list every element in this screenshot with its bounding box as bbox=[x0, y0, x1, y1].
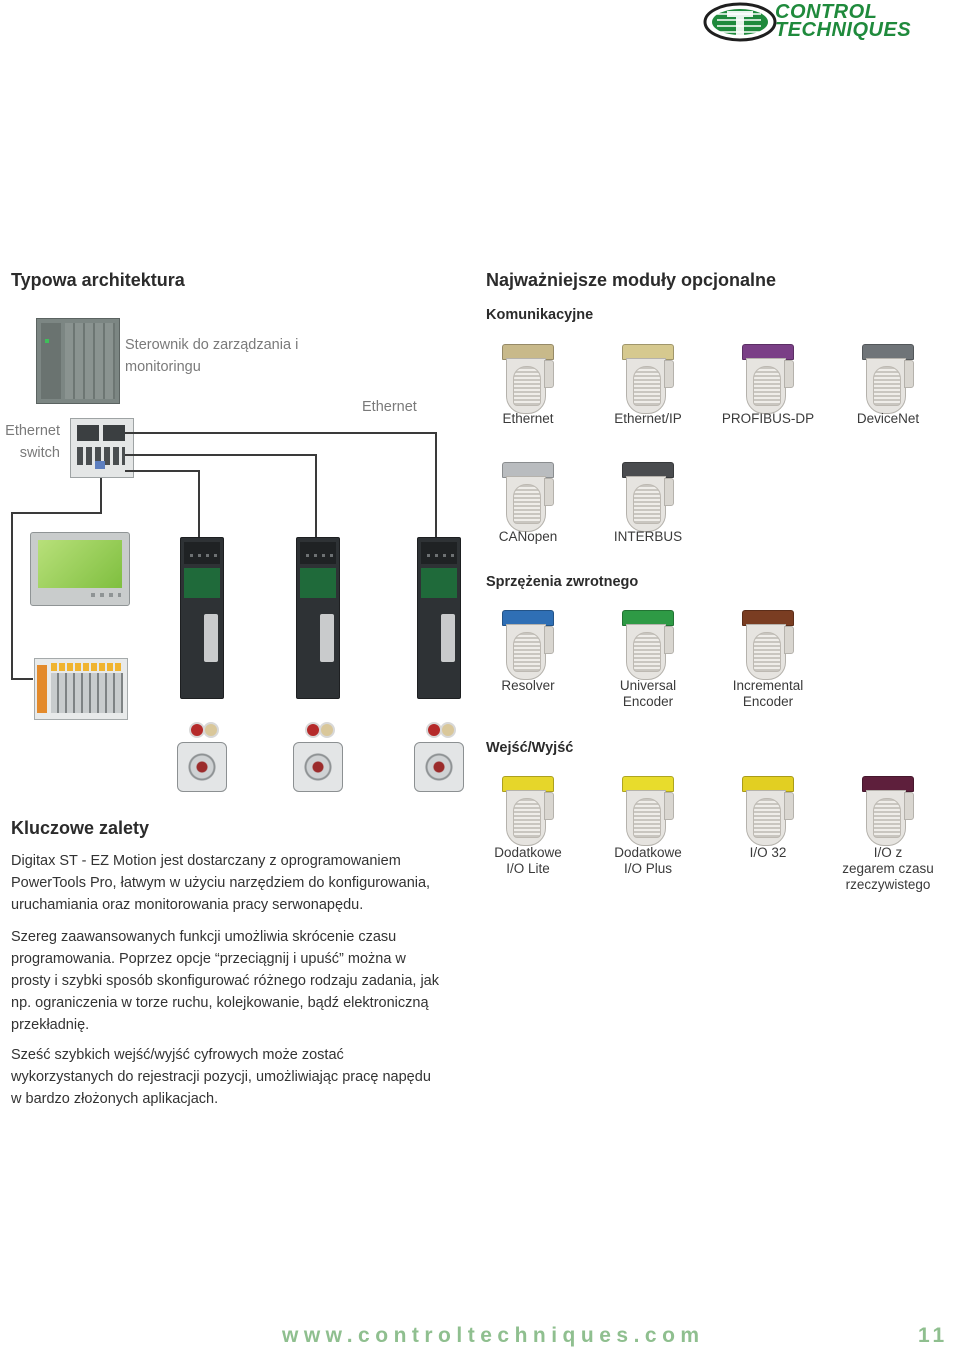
module-label: DeviceNet bbox=[856, 411, 920, 426]
io-rack-image bbox=[34, 658, 128, 720]
wire bbox=[435, 432, 437, 540]
logo-icon bbox=[703, 2, 777, 42]
wire bbox=[125, 432, 436, 434]
module-ethernet-ip bbox=[622, 344, 674, 414]
hmi-panel-image bbox=[30, 532, 130, 606]
connector-icon bbox=[203, 722, 219, 738]
benefits-paragraph-2: Szereg zaawansowanych funkcji umożliwia … bbox=[11, 929, 439, 1033]
benefits-heading: Kluczowe zalety bbox=[11, 818, 150, 838]
wire bbox=[11, 512, 13, 680]
wire bbox=[11, 512, 102, 514]
ethernet-switch-image bbox=[70, 418, 134, 478]
benefits-paragraph-3: Sześć szybkich wejść/wyjść cyfrowych moż… bbox=[11, 1047, 431, 1107]
company-logo: CONTROL TECHNIQUES bbox=[703, 1, 943, 44]
servo-motor-1 bbox=[177, 742, 227, 792]
module-label: Resolver bbox=[501, 678, 555, 693]
wire bbox=[198, 470, 200, 540]
module-io-lite bbox=[502, 776, 554, 846]
io-title: Wejść/Wyjść bbox=[486, 740, 574, 756]
module-label: PROFIBUS-DP bbox=[721, 411, 815, 426]
architecture-heading: Typowa architektura bbox=[11, 270, 185, 290]
module-io-timer bbox=[862, 776, 914, 846]
module-label: I/O 32 bbox=[749, 845, 787, 860]
module-profibus-dp bbox=[742, 344, 794, 414]
module-devicenet bbox=[862, 344, 914, 414]
wire bbox=[11, 678, 33, 680]
wire bbox=[100, 478, 102, 512]
servo-drive-3 bbox=[417, 537, 461, 699]
servo-motor-2 bbox=[293, 742, 343, 792]
module-canopen bbox=[502, 462, 554, 532]
module-universal-encoder bbox=[622, 610, 674, 680]
servo-drive-1 bbox=[180, 537, 224, 699]
wire bbox=[125, 454, 316, 456]
wire bbox=[315, 454, 317, 540]
module-io-32 bbox=[742, 776, 794, 846]
page-number: 11 bbox=[918, 1324, 949, 1347]
modules-heading: Najważniejsze moduły opcjonalne bbox=[486, 270, 777, 290]
footer-url[interactable]: www.controltechniques.com bbox=[282, 1324, 705, 1347]
servo-motor-3 bbox=[414, 742, 464, 792]
connector-icon bbox=[440, 722, 456, 738]
benefits-paragraph-1: Digitax ST - EZ Motion jest dostarczany … bbox=[11, 853, 431, 913]
ethernet-label: Ethernet bbox=[362, 399, 417, 415]
module-label: Ethernet bbox=[502, 411, 554, 426]
module-resolver bbox=[502, 610, 554, 680]
module-label: CANopen bbox=[498, 529, 558, 544]
module-label: INTERBUS bbox=[613, 529, 683, 544]
plc-controller-image bbox=[36, 318, 120, 404]
connector-icon bbox=[319, 722, 335, 738]
servo-drive-2 bbox=[296, 537, 340, 699]
module-incremental-encoder bbox=[742, 610, 794, 680]
logo-text-1: CONTROL bbox=[775, 1, 878, 23]
logo-text-2: TECHNIQUES bbox=[775, 19, 912, 41]
switch-label: Ethernet switch bbox=[5, 423, 60, 461]
module-ethernet bbox=[502, 344, 554, 414]
module-interbus bbox=[622, 462, 674, 532]
wire bbox=[125, 470, 199, 472]
feedback-title: Sprzężenia zwrotnego bbox=[486, 574, 639, 590]
communication-title: Komunikacyjne bbox=[486, 307, 594, 323]
module-label: Ethernet/IP bbox=[614, 411, 682, 426]
controller-label: Sterownik do zarządzania i monitoringu bbox=[125, 337, 299, 375]
module-io-plus bbox=[622, 776, 674, 846]
